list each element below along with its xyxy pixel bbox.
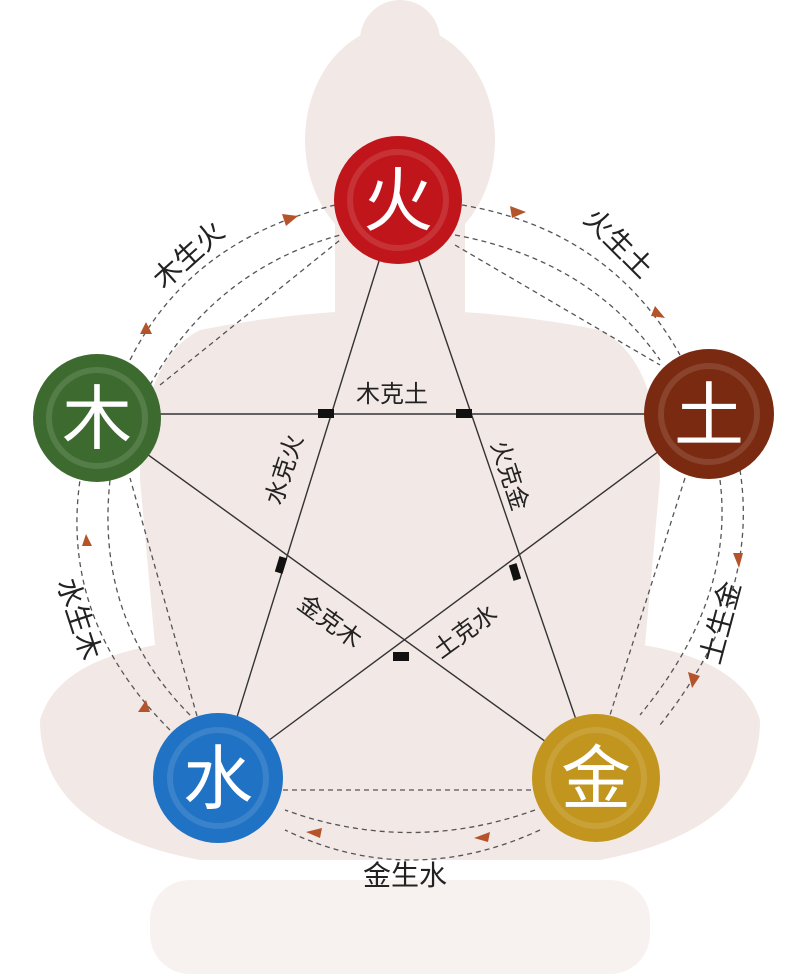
node-fire: 火: [334, 136, 462, 264]
arrow-icon: [82, 534, 92, 546]
generating-arrows: [82, 206, 743, 842]
node-water: 水: [153, 713, 283, 843]
meditating-figure-silhouette: [40, 0, 760, 974]
label-wood-generates-fire: 木生火: [146, 215, 231, 296]
arrow-icon: [140, 322, 152, 334]
arrow-icon: [651, 306, 665, 318]
node-wood: 木: [33, 354, 161, 482]
arrow-icon: [282, 214, 298, 226]
label-earth-generates-metal: 土生金: [694, 578, 748, 668]
svg-text:木: 木: [62, 378, 132, 460]
label-water-generates-wood: 水生木: [50, 574, 107, 664]
arrow-icon: [306, 828, 322, 838]
node-metal: 金: [532, 714, 660, 842]
node-earth: 土: [644, 349, 774, 479]
svg-text:土: 土: [674, 375, 744, 457]
arrow-icon: [474, 832, 490, 842]
arrow-icon: [510, 206, 526, 218]
svg-text:水: 水: [183, 738, 253, 820]
arrow-icon: [733, 553, 743, 568]
svg-text:金: 金: [561, 738, 631, 820]
controlling-star: [96, 199, 710, 779]
generating-arcs: [76, 204, 744, 861]
label-metal-generates-water: 金生水: [363, 859, 447, 892]
label-fire-generates-earth: 火生土: [577, 202, 660, 285]
arrow-icon: [138, 700, 150, 712]
svg-text:火: 火: [363, 160, 433, 242]
label-wood-controls-earth: 木克土: [356, 380, 428, 408]
arrow-icon: [688, 672, 700, 688]
